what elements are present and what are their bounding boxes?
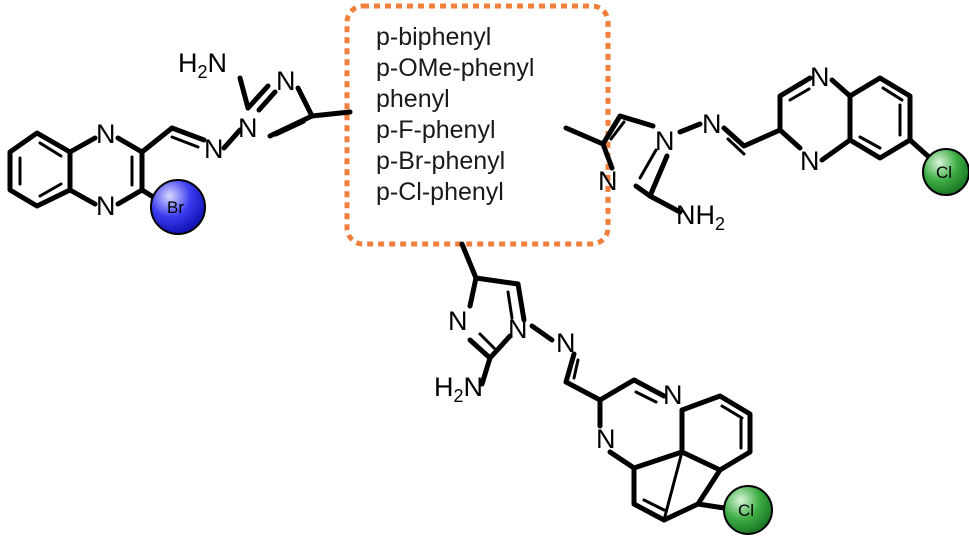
- atom-n: N: [655, 126, 675, 156]
- amine-label: H2N: [434, 372, 483, 406]
- atom-n: N: [596, 424, 616, 454]
- atom-n: N: [96, 191, 116, 221]
- atom-n: N: [276, 66, 296, 96]
- substituent-label: phenyl: [376, 85, 450, 113]
- atom-n: N: [96, 119, 116, 149]
- substituent-label: p-biphenyl: [376, 23, 491, 51]
- amine-label: H2N: [178, 48, 227, 82]
- left-molecule: N N N N N H2N Br: [7, 48, 353, 235]
- atom-n: N: [238, 113, 258, 143]
- atom-n: N: [598, 166, 618, 196]
- substituent-label: p-F-phenyl: [376, 116, 496, 144]
- bromine-ball: [150, 179, 206, 235]
- bromine-label: Br: [167, 198, 184, 217]
- atom-n: N: [448, 306, 468, 336]
- substituent-label: p-OMe-phenyl: [376, 54, 534, 82]
- atom-n: N: [800, 146, 820, 176]
- atom-n: N: [204, 134, 224, 164]
- substituent-label: p-Cl-phenyl: [376, 178, 504, 206]
- chlorine-ball: [922, 148, 969, 196]
- substituent-label: p-Br-phenyl: [376, 147, 505, 175]
- chlorine-label: Cl: [738, 501, 754, 520]
- substituent-box: p-biphenyl p-OMe-phenyl phenyl p-F-pheny…: [344, 3, 611, 247]
- chlorine-label: Cl: [936, 163, 952, 182]
- chlorine-ball: [723, 485, 773, 535]
- atom-n: N: [556, 328, 576, 358]
- atom-n: N: [508, 314, 528, 344]
- amine-label: NH2: [676, 200, 725, 234]
- right-molecule: N N NH2 N N N Cl: [563, 62, 969, 234]
- atom-n: N: [702, 109, 722, 139]
- atom-n: N: [663, 380, 683, 410]
- bottom-molecule: N N H2N N N N Cl: [434, 241, 773, 535]
- substituent-box-border: [344, 3, 611, 247]
- atom-n: N: [810, 62, 830, 92]
